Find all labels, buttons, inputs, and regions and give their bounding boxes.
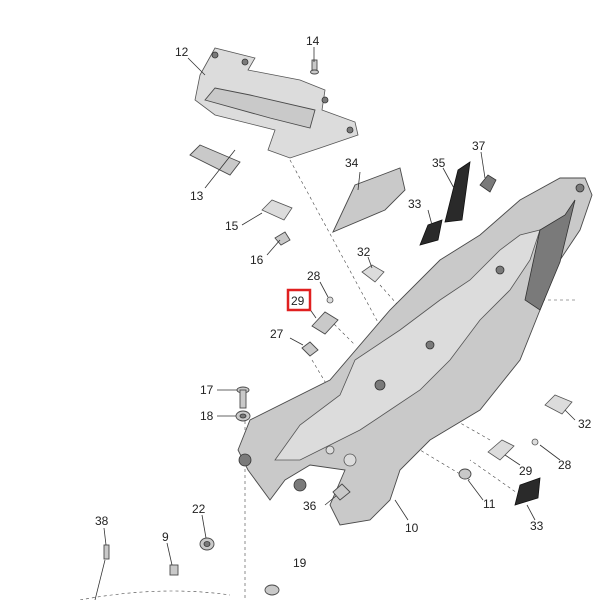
callout-22[interactable]: 22 <box>192 502 206 516</box>
part-11-grommet[interactable] <box>458 468 472 480</box>
highlight-box-29 <box>286 288 312 312</box>
callout-34[interactable]: 34 <box>345 156 359 170</box>
part-32-pad-upper[interactable] <box>361 264 385 283</box>
part-29-pad-upper[interactable] <box>311 311 339 335</box>
callout-10[interactable]: 10 <box>405 521 419 535</box>
part-38-bolt[interactable] <box>103 544 110 560</box>
part-22-bushing[interactable] <box>199 537 215 551</box>
callout-11[interactable]: 11 <box>483 497 496 511</box>
callout-labels: 12 14 13 15 16 34 35 37 33 32 28 29 27 1… <box>95 34 592 570</box>
part-27-clip[interactable] <box>301 341 319 357</box>
part-33-pad-upper[interactable] <box>419 219 443 246</box>
part-17-bolt[interactable] <box>236 386 250 409</box>
callout-36[interactable]: 36 <box>303 499 317 513</box>
part-15-pad[interactable] <box>261 199 293 221</box>
part-19-nut[interactable] <box>264 584 280 596</box>
part-28-piece-upper[interactable] <box>326 296 334 304</box>
callout-27[interactable]: 27 <box>270 327 284 341</box>
part-33-pad-lower[interactable] <box>514 477 541 506</box>
callout-17[interactable]: 17 <box>200 383 214 397</box>
callout-18[interactable]: 18 <box>200 409 214 423</box>
part-35-strip[interactable] <box>444 161 471 223</box>
part-34-guard[interactable] <box>332 167 406 233</box>
callout-29-upper[interactable]: 29 <box>291 294 305 308</box>
callout-13[interactable]: 13 <box>190 189 204 203</box>
part-29-pad-lower[interactable] <box>487 439 515 461</box>
part-28-piece-lower[interactable] <box>531 438 539 446</box>
part-10-main-frame[interactable] <box>237 177 593 526</box>
part-32-pad-lower[interactable] <box>544 394 573 415</box>
part-12-bracket-plate[interactable] <box>194 47 359 159</box>
callout-28-upper[interactable]: 28 <box>307 269 321 283</box>
callout-12[interactable]: 12 <box>175 45 189 59</box>
part-14-bolt[interactable] <box>310 59 319 75</box>
callout-32-upper[interactable]: 32 <box>357 245 371 259</box>
callout-16[interactable]: 16 <box>250 253 264 267</box>
lower-assembly-outline <box>79 590 231 600</box>
callout-29-lower[interactable]: 29 <box>519 464 533 478</box>
callout-35[interactable]: 35 <box>432 156 446 170</box>
callout-28-lower[interactable]: 28 <box>558 458 572 472</box>
callout-38[interactable]: 38 <box>95 514 109 528</box>
callout-37[interactable]: 37 <box>472 139 486 153</box>
part-36-clip[interactable] <box>332 483 351 501</box>
part-9-clip[interactable] <box>169 564 179 576</box>
part-13-pad[interactable] <box>189 144 241 176</box>
part-37-block[interactable] <box>479 174 497 193</box>
callout-14[interactable]: 14 <box>306 34 320 48</box>
callout-19[interactable]: 19 <box>293 556 307 570</box>
callout-15[interactable]: 15 <box>225 219 239 233</box>
callout-9[interactable]: 9 <box>162 530 169 544</box>
part-18-nut[interactable] <box>235 410 251 422</box>
callout-33-lower[interactable]: 33 <box>530 519 544 533</box>
callout-32-lower[interactable]: 32 <box>578 417 592 431</box>
callout-33-upper[interactable]: 33 <box>408 197 422 211</box>
